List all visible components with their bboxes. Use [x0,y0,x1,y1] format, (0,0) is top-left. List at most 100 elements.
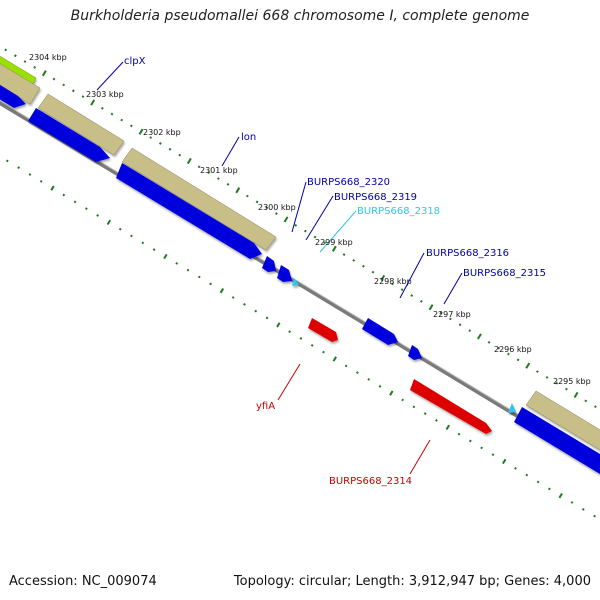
gene-label-BURPS668_2318[interactable]: BURPS668_2318 [357,206,440,217]
inner-row-minor-tick [412,405,416,409]
inner-row-minor-tick [480,446,484,450]
outer-row-minor-tick [342,253,346,256]
gene-forward-right[interactable] [514,407,600,480]
leader-2319 [305,195,334,241]
inner-row-minor-tick [209,282,212,286]
gene-label-lon[interactable]: lon [241,132,256,143]
outer-row-minor-tick [458,323,462,327]
gene-label-BURPS668_2314[interactable]: BURPS668_2314 [329,476,412,487]
outer-row-major-tick [573,391,579,399]
inner-row-minor-tick [288,330,292,334]
scale-label-2298: 2298 kbp [374,277,412,286]
gene-BURPS668_2315[interactable] [408,345,422,360]
outer-row-minor-tick [207,171,211,175]
gene-label-BURPS668_2316[interactable]: BURPS668_2316 [426,248,509,259]
outer-row-minor-tick [545,376,549,379]
outer-row-major-tick [525,362,531,369]
outer-row-minor-tick [536,370,539,373]
outer-row-minor-tick [120,118,124,122]
inner-row-minor-tick [468,439,472,443]
outer-row-minor-tick [110,112,114,116]
inner-row-minor-tick [130,234,133,238]
outer-row-major-tick [428,304,434,311]
outer-row-minor-tick [323,241,327,245]
inner-row-minor-tick [175,261,179,265]
outer-row-minor-tick [516,358,520,362]
inner-row-minor-tick [423,412,427,416]
outer-row-minor-tick [313,235,317,239]
inner-row-minor-tick [118,227,122,231]
outer-row-minor-tick [362,264,365,268]
inner-row-minor-tick [310,343,314,347]
outer-row-major-tick [138,128,144,135]
inner-row-major-tick [163,253,168,260]
gene-BURPS668_2319[interactable] [277,265,292,282]
inner-row-major-tick [332,356,337,362]
gene-label-yfiA[interactable]: yfiA [256,401,275,412]
inner-row-major-tick [389,390,394,396]
gene-label-clpX[interactable]: clpX [124,56,146,67]
inner-row-minor-tick [265,316,269,320]
map-title: Burkholderia pseudomallei 668 chromosome… [70,8,530,24]
leader-2315 [443,272,463,305]
gene-label-BURPS668_2315[interactable]: BURPS668_2315 [463,268,546,279]
outer-row-major-tick [283,216,289,223]
outer-row-minor-tick [487,340,491,344]
inner-row-minor-tick [367,378,371,381]
operon-band-3 [121,147,277,251]
gene-BURPS668_2314[interactable] [410,379,492,434]
gene-forward-1[interactable] [0,80,26,108]
outer-row-minor-tick [420,299,423,303]
outer-tick-row [4,48,597,409]
outer-row-minor-tick [371,270,375,274]
operon-band-1 [0,63,41,105]
gene-small-right[interactable] [508,403,516,413]
outer-row-minor-tick [304,229,307,233]
inner-row-minor-tick [17,166,20,170]
outer-row-minor-tick [594,405,597,409]
outer-row-minor-tick [197,165,201,169]
gene-BURPS668_2318[interactable] [292,278,299,286]
outer-row-minor-tick [410,294,414,297]
leader-clpX [96,61,124,91]
inner-row-minor-tick [243,302,246,306]
inner-row-minor-tick [152,248,156,252]
inner-row-minor-tick [401,398,404,402]
outer-row-minor-tick [497,346,501,350]
gene-BURPS668_2320[interactable] [262,256,276,272]
leader-2316 [399,252,425,299]
inner-row-minor-tick [581,507,585,511]
outer-row-minor-tick [129,124,133,128]
inner-row-minor-tick [322,350,325,354]
operon-band-2 [37,93,125,156]
inner-row-minor-tick [378,384,382,388]
leader-2318 [319,210,357,253]
inner-row-minor-tick [570,501,574,504]
outer-row-minor-tick [391,282,394,286]
outer-row-minor-tick [275,212,278,216]
outer-row-minor-tick [158,142,162,145]
outer-row-major-tick [90,99,96,106]
inner-row-minor-tick [96,214,100,217]
outer-row-minor-tick [507,352,510,356]
scale-label-2303: 2303 kbp [86,90,124,99]
inner-row-minor-tick [356,371,359,375]
gene-clpX[interactable] [28,108,110,162]
inner-row-major-tick [106,219,112,226]
gene-lon[interactable] [116,163,262,259]
leader-yfiA [277,363,301,401]
outer-row-minor-tick [468,329,472,333]
gene-BURPS668_2316[interactable] [362,318,398,345]
outer-row-minor-tick [33,66,37,69]
outer-row-minor-tick [565,387,568,391]
outer-row-minor-tick [449,317,452,321]
gene-label-BURPS668_2319[interactable]: BURPS668_2319 [334,192,417,203]
inner-row-major-tick [219,287,225,294]
inner-row-minor-tick [435,419,438,422]
inner-row-minor-tick [28,173,32,176]
inner-row-minor-tick [344,364,348,368]
outer-row-minor-tick [294,223,298,227]
gene-yfiA[interactable] [308,318,338,342]
inner-row-minor-tick [197,275,201,279]
gene-label-BURPS668_2320[interactable]: BURPS668_2320 [307,177,390,188]
